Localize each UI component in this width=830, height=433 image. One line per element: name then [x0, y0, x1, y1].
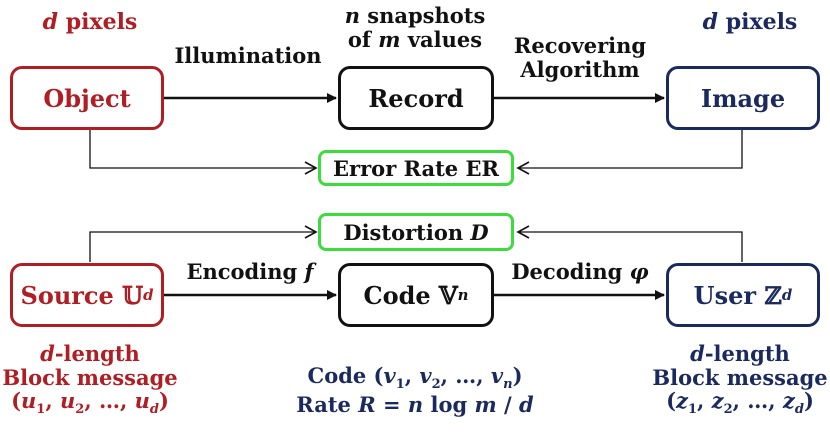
distortion-box: Distortion D	[318, 213, 514, 251]
snapshots-label: n snapshots of m values	[344, 3, 486, 52]
image-pixels-label: d pixels	[702, 9, 798, 35]
code-rate-text: Code (v1, v2, …, vn) Rate R = n log m / …	[296, 363, 534, 417]
decoding-label: Decoding φ	[511, 259, 649, 284]
line-image-error	[516, 130, 743, 175]
object-box: Object	[10, 66, 164, 130]
error-rate-box: Error Rate ER	[318, 150, 514, 186]
user-block-message: d-length Block message (z1, z2, …, zd)	[652, 341, 828, 418]
illumination-label: Illumination	[174, 43, 322, 68]
image-box: Image	[666, 66, 820, 130]
object-pixels-label: d pixels	[42, 9, 138, 35]
line-source-distortion	[89, 225, 318, 262]
record-box: Record	[338, 66, 494, 130]
encoding-label: Encoding f	[186, 259, 314, 284]
recovering-algorithm-label: Recovering Algorithm	[513, 33, 647, 82]
line-object-error	[89, 130, 318, 175]
line-user-distortion	[516, 225, 743, 262]
source-block-message: d-length Block message (u1, u2, …, ud)	[2, 341, 178, 418]
